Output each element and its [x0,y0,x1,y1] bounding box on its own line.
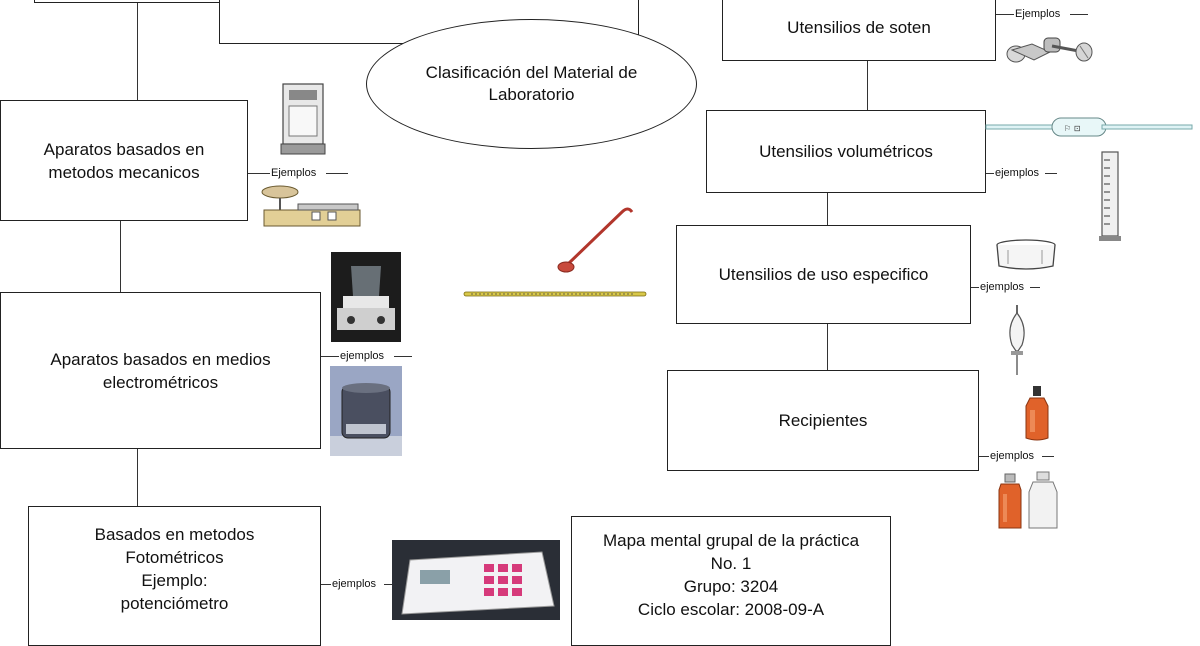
spatula-icon [557,207,634,273]
node-utensilios-volumetricos: Utensilios volumétricos [706,110,986,193]
ph-meter-photo [392,540,560,620]
ex-line-foto-a [321,584,331,585]
node-metodos-fotometricos-line3: Ejemplo: [141,571,208,590]
node-aparatos-electrometricos-line1: Aparatos basados en medios [50,349,271,369]
central-title: Clasificación del Material de Laboratori… [425,63,638,104]
ex-label-uso-especifico: ejemplos [979,281,1026,293]
amber-bottle-icon [1025,386,1049,441]
thermometer-icon [463,291,647,297]
ex-line-sosten-a [996,14,1014,15]
ex-line-uso-a [971,287,979,288]
node-recipientes: Recipientes [667,370,979,471]
node-aparatos-mecanicos: Aparatos basados en metodos mecanicos [0,100,248,221]
hotplate-photo [331,252,401,342]
ex-line-volumetricos-a [986,173,994,174]
connector-right-trunk-3 [827,324,829,371]
triple-beam-balance-icon [261,185,361,227]
ex-line-electro-a [321,356,339,357]
ex-line-recipientes-b [1042,456,1054,457]
ex-line-sosten-b [1070,14,1088,15]
info-box-line1: Mapa mental grupal de la práctica [602,531,860,550]
ex-line-mecanicos-a [248,173,270,174]
node-aparatos-mecanicos-line1: Aparatos basados en [43,139,205,159]
ex-line-foto-b [384,584,394,585]
ex-line-volumetricos-b [1045,173,1057,174]
node-aparatos-mecanicos-line2: metodos mecanicos [48,162,200,182]
node-utensilios-volumetricos-label: Utensilios volumétricos [759,142,933,161]
ex-line-electro-b [394,356,412,357]
connector-left-trunk-bottom [137,448,139,507]
node-aparatos-electrometricos: Aparatos basados en medios electrométric… [0,292,321,449]
central-title-ellipse: Clasificación del Material de Laboratori… [366,19,697,149]
connector-left-trunk-top [137,0,139,101]
clamp-icon [1006,37,1093,63]
separatory-funnel-icon [1009,305,1025,375]
crystallizer-icon [996,239,1056,270]
ex-label-foto: ejemplos [331,578,378,590]
ex-label-electro: ejemplos [339,350,386,362]
graduated-cylinder-icon [1099,151,1121,241]
node-utensilios-uso-especifico: Utensilios de uso especifico [676,225,971,324]
node-utensilios-sosten: Utensilios de soten [722,0,996,61]
top-left-partial-box [34,0,220,3]
ex-line-recipientes-a [979,456,989,457]
node-recipientes-label: Recipientes [778,411,868,430]
node-metodos-fotometricos-line1: Basados en metodos [94,525,255,544]
svg-text:⚐ ⊡: ⚐ ⊡ [1064,124,1080,133]
info-box: Mapa mental grupal de la práctica No. 1 … [571,516,891,646]
water-bath-photo [330,366,402,456]
analytical-balance-icon [280,83,326,155]
ex-label-mecanicos: Ejemplos [270,167,318,179]
info-box-line3: Grupo: 3204 [683,577,779,596]
info-box-line4: Ciclo escolar: 2008-09-A [637,600,825,619]
node-metodos-fotometricos: Basados en metodos Fotométricos Ejemplo:… [28,506,321,646]
ex-label-recipientes: ejemplos [989,450,1036,462]
node-utensilios-sosten-label: Utensilios de soten [787,18,931,37]
connector-right-trunk-1 [867,61,869,111]
connector-left-trunk-mid [120,220,122,293]
connector-right-trunk-2 [827,192,829,226]
ex-line-uso-b [1030,287,1040,288]
pipette-icon: ⚐ ⊡ [985,117,1193,137]
reagent-bottle-icon [998,471,1058,529]
ex-label-sosten: Ejemplos [1014,8,1062,20]
node-aparatos-electrometricos-line2: electrométricos [102,372,219,392]
ex-label-volumetricos: ejemplos [994,167,1041,179]
node-metodos-fotometricos-line4: potenciómetro [120,594,229,613]
info-box-line2: No. 1 [710,554,752,573]
node-metodos-fotometricos-line2: Fotométricos [125,548,224,567]
ex-line-mecanicos-b [326,173,348,174]
node-utensilios-uso-especifico-label: Utensilios de uso especifico [718,265,929,284]
